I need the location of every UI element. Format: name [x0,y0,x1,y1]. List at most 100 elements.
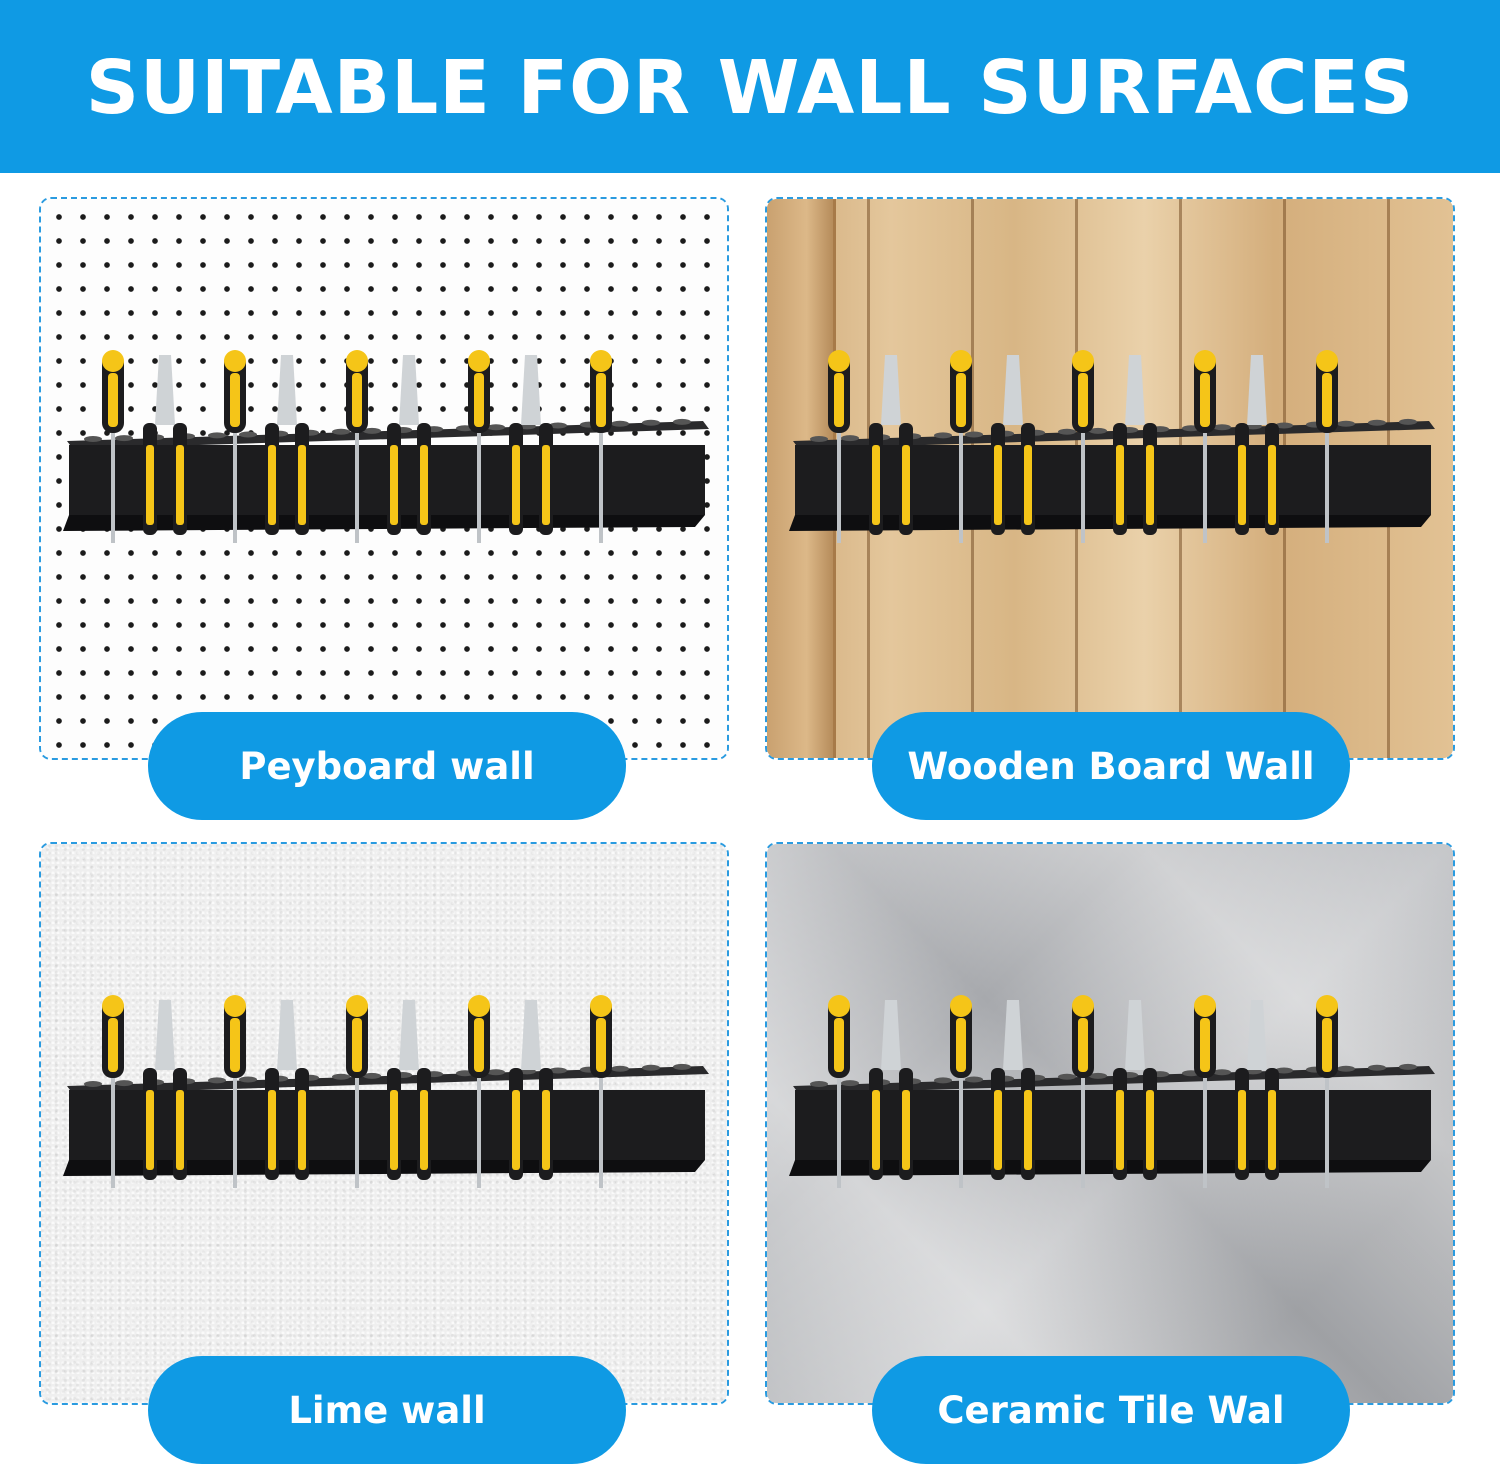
rack-bottom [789,515,1431,531]
rack-bottom [63,515,705,531]
rack-hole [642,419,660,426]
rack-hole [208,432,226,439]
panel-wooden-board-wall [765,197,1455,760]
rack-hole [1058,1073,1076,1080]
screwdriver [950,995,972,1188]
screwdriver [468,350,490,543]
screwdriver [102,995,124,1188]
pliers [387,355,431,535]
screwdriver [224,995,246,1188]
rack-hole [1368,419,1386,426]
rack-hole [1275,422,1293,429]
label-pill: Ceramic Tile Wal [872,1356,1350,1464]
pliers [869,1000,913,1180]
rack-hole [1089,427,1107,434]
pliers [991,355,1035,535]
screwdriver [1072,995,1094,1188]
rack-hole [965,1076,983,1083]
rack-hole [810,1081,828,1087]
rack-hole [332,428,350,435]
rack-hole [611,420,629,427]
rack-hole [1213,1069,1231,1076]
screwdriver [590,350,612,543]
tool-rack-image [789,995,1435,1188]
tool-rack-image [789,350,1435,543]
rack-hole [487,424,505,431]
rack-hole [363,1072,381,1079]
rack-hole [965,431,983,438]
rack-hole [611,1065,629,1072]
rack-hole [549,422,567,429]
rack-hole [487,1069,505,1076]
rack-hole [1275,1067,1293,1074]
panel-label: Wooden Board Wall [907,744,1315,788]
tool-rack-image [63,350,709,543]
rack-hole [1337,1065,1355,1072]
screwdriver [950,350,972,543]
panel-label: Peyboard wall [239,744,535,788]
rack-hole [1399,418,1417,425]
screwdriver [224,350,246,543]
screwdriver [1316,995,1338,1188]
rack-hole [1213,424,1231,431]
panel-pegboard-wall [39,197,729,760]
rack-hole [115,435,133,442]
rack-hole [1399,1063,1417,1070]
rack-hole [549,1067,567,1074]
screwdriver [828,995,850,1188]
pliers [265,1000,309,1180]
pliers [387,1000,431,1180]
rack-hole [208,1077,226,1084]
rack-hole [84,436,102,442]
tool-rack-image [63,995,709,1188]
pliers [143,1000,187,1180]
rack-hole [642,1064,660,1071]
rack-hole [841,1080,859,1087]
page-title: SUITABLE FOR WALL SURFACES [85,44,1415,131]
rack-hole [934,432,952,439]
rack-hole [84,1081,102,1087]
rack-hole [115,1080,133,1087]
screwdriver [828,350,850,543]
panel-label: Lime wall [288,1388,486,1432]
screwdriver [590,995,612,1188]
screwdriver [1072,350,1094,543]
rack-hole [673,1063,691,1070]
rack-hole [363,427,381,434]
rack-hole [332,1073,350,1080]
pliers [509,355,553,535]
pliers [1235,355,1279,535]
pliers [265,355,309,535]
rack-bottom [63,1160,705,1176]
screwdriver [346,995,368,1188]
screwdriver [102,350,124,543]
screwdriver [1316,350,1338,543]
rack-hole [1368,1064,1386,1071]
screwdriver [468,995,490,1188]
pliers [509,1000,553,1180]
pliers [1113,355,1157,535]
label-pill: Wooden Board Wall [872,712,1350,820]
label-pill: Lime wall [148,1356,626,1464]
panel-lime-wall [39,842,729,1405]
screwdriver [1194,350,1216,543]
rack-hole [841,435,859,442]
rack-hole [239,431,257,438]
rack-hole [1337,420,1355,427]
rack-bottom [789,1160,1431,1176]
rack-hole [810,436,828,442]
pliers [1113,1000,1157,1180]
screwdriver [1194,995,1216,1188]
label-pill: Peyboard wall [148,712,626,820]
panel-ceramic-tile-wall [765,842,1455,1405]
rack-hole [673,418,691,425]
pliers [869,355,913,535]
rack-hole [1089,1072,1107,1079]
pliers [1235,1000,1279,1180]
screwdriver [346,350,368,543]
panel-label: Ceramic Tile Wal [937,1388,1285,1432]
rack-hole [239,1076,257,1083]
pliers [143,355,187,535]
header-banner: SUITABLE FOR WALL SURFACES [0,0,1500,173]
pliers [991,1000,1035,1180]
